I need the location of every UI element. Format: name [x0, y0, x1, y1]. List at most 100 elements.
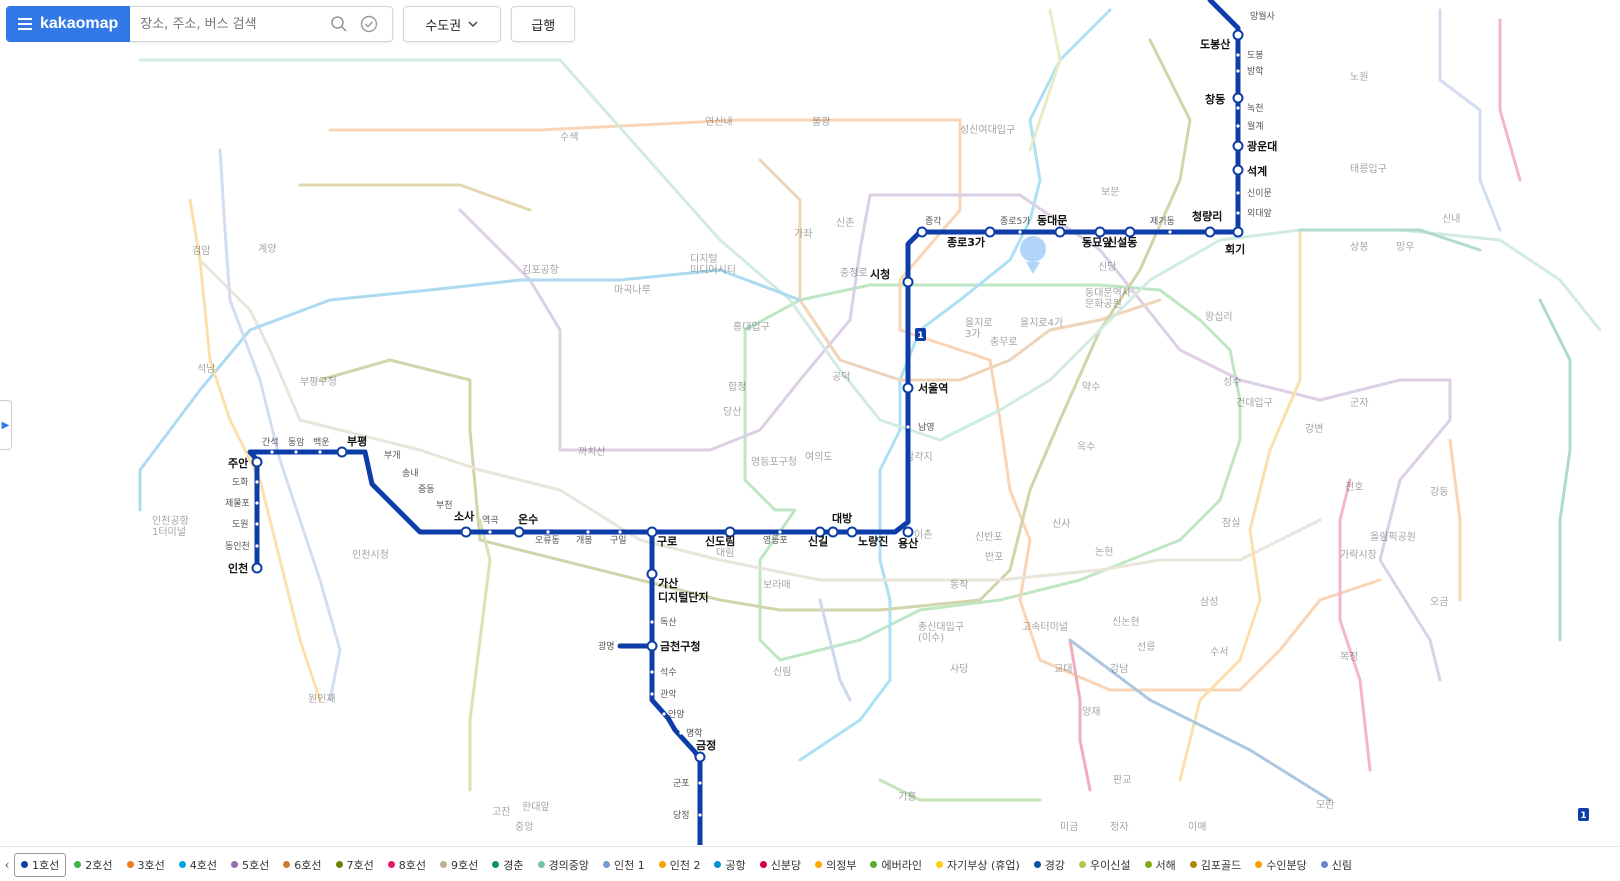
- legend-item[interactable]: 7호선: [330, 854, 380, 876]
- label-jongno3: 종로3가: [947, 235, 985, 249]
- search-input[interactable]: [138, 15, 325, 33]
- label-ganseok: 간석: [262, 437, 279, 448]
- tick-oryudong: [546, 530, 550, 534]
- legend-item[interactable]: 2호선: [68, 854, 118, 876]
- station-changdong-marker[interactable]: [1232, 92, 1244, 104]
- line1-badge-label: 1: [917, 331, 923, 341]
- station-sinseoldong-marker[interactable]: [1124, 226, 1136, 238]
- express-button[interactable]: 급행: [511, 6, 576, 42]
- label-seongsinyeodae: 성신여대입구: [960, 123, 1015, 136]
- legend-item[interactable]: 6호선: [277, 854, 327, 876]
- station-gasan-marker[interactable]: [646, 568, 658, 580]
- legend-item[interactable]: 자기부상 (휴업): [930, 854, 1026, 876]
- station-dongmyo-marker[interactable]: [1094, 226, 1106, 238]
- legend-item[interactable]: 4호선: [173, 854, 223, 876]
- legend-item[interactable]: 9호선: [434, 854, 484, 876]
- label-sinimun: 신이문: [1247, 188, 1272, 199]
- label-namyeong: 남영: [918, 422, 935, 433]
- label-gocheon: 고잔: [492, 806, 510, 818]
- bg-line-b: [1498, 18, 1522, 182]
- subway-map[interactable]: 김포공항 마곡나루 홍대입구 합정 당산 여의도 공덕 삼각지 이촌 신당 왕십…: [0, 0, 1620, 845]
- tick-dowon: [255, 522, 259, 526]
- station-sindorim-marker[interactable]: [724, 526, 736, 538]
- station-onsu-marker[interactable]: [513, 526, 525, 538]
- line-color-dot-icon: [126, 861, 134, 868]
- station-geumjeong-marker[interactable]: [694, 751, 706, 763]
- legend-item[interactable]: 우이신설: [1073, 854, 1136, 876]
- uisinseol-path: [1028, 8, 1062, 152]
- station-cityhall-marker[interactable]: [902, 276, 914, 288]
- station-bupyeong-marker[interactable]: [336, 446, 348, 458]
- station-seoulstation-marker[interactable]: [902, 382, 914, 394]
- side-panel-toggle[interactable]: ▶: [0, 400, 12, 450]
- line-color-dot-icon: [602, 861, 610, 868]
- legend-item[interactable]: 김포골드: [1184, 854, 1247, 876]
- label-nokcheon: 녹천: [1247, 103, 1264, 114]
- station-yongsan-marker[interactable]: [902, 526, 914, 538]
- search-icon[interactable]: [324, 9, 354, 39]
- label-incheon: 인천: [228, 561, 248, 575]
- label-chungmuro: 충무로: [990, 336, 1018, 348]
- line9-path: [198, 258, 1322, 582]
- station-jongno3-marker[interactable]: [984, 226, 996, 238]
- legend-item[interactable]: 수인분당: [1249, 854, 1312, 876]
- legend-item[interactable]: 인천 2: [653, 854, 707, 876]
- region-select[interactable]: 수도권: [403, 6, 502, 42]
- legend-item[interactable]: 에버라인: [864, 854, 927, 876]
- legend-item[interactable]: 경춘: [486, 854, 529, 876]
- legend-item-label: 경강: [1044, 858, 1066, 872]
- legend-item[interactable]: 서해: [1139, 854, 1182, 876]
- label-incheonsicheong: 인천시청: [352, 549, 389, 561]
- label-gwanak: 관악: [660, 688, 677, 700]
- label-gasan-2: 디지털단지: [658, 590, 709, 604]
- legend-item[interactable]: 의정부: [809, 854, 862, 876]
- legend-item-label: 의정부: [826, 858, 857, 872]
- departure-pin[interactable]: [1020, 236, 1046, 274]
- label-yaksu: 약수: [1082, 381, 1100, 393]
- gimpogold-path: [298, 183, 532, 212]
- station-guro-marker[interactable]: [646, 526, 658, 538]
- label-sindang: 신당: [1098, 261, 1116, 273]
- label-dangjeong: 당정: [673, 810, 690, 821]
- legend-item[interactable]: 1호선: [14, 852, 67, 877]
- legend-item[interactable]: 신림: [1315, 854, 1358, 876]
- legend-item[interactable]: 공항: [708, 854, 751, 876]
- station-geumcheon-marker[interactable]: [646, 640, 658, 652]
- label-daerim: 대림: [716, 547, 734, 559]
- station-cheongnyangni-marker[interactable]: [1204, 226, 1216, 238]
- legend-item[interactable]: 5호선: [225, 854, 275, 876]
- station-sosa-marker[interactable]: [460, 526, 472, 538]
- station-incheon-marker[interactable]: [251, 562, 263, 574]
- brand-logo[interactable]: kakaomap: [6, 6, 131, 42]
- legend-item[interactable]: 신분당: [754, 854, 807, 876]
- label-sinsa: 신사: [1052, 518, 1070, 530]
- station-hoegi-marker[interactable]: [1232, 226, 1244, 238]
- label-seoknam: 석남: [197, 363, 215, 375]
- legend-item[interactable]: 인천 1: [597, 854, 651, 876]
- label-gangbyeon: 강변: [1305, 423, 1323, 435]
- station-daebang-marker[interactable]: [827, 526, 839, 538]
- label-jemulpo: 제물포: [225, 498, 250, 509]
- station-seokgye-marker[interactable]: [1232, 164, 1244, 176]
- station-juan-marker[interactable]: [251, 456, 263, 468]
- legend-item[interactable]: 8호선: [382, 854, 432, 876]
- check-icon[interactable]: [354, 9, 384, 39]
- station-singil-marker[interactable]: [814, 526, 826, 538]
- station-noryangjin-marker[interactable]: [846, 526, 858, 538]
- chevron-left-icon[interactable]: ‹: [4, 857, 10, 872]
- menu-icon[interactable]: [18, 18, 32, 30]
- legend-item-label: 인천 2: [669, 858, 701, 872]
- tick-jegidong: [1168, 230, 1172, 234]
- label-olympic: 올림픽공원: [1370, 531, 1416, 543]
- legend-item[interactable]: 3호선: [121, 854, 171, 876]
- label-moran: 모란: [1316, 799, 1334, 811]
- legend-item-label: 4호선: [189, 858, 217, 872]
- label-dohwa: 도화: [232, 477, 249, 488]
- station-dobongsan-marker[interactable]: [1232, 29, 1244, 41]
- legend-item[interactable]: 경강: [1028, 854, 1071, 876]
- legend-item[interactable]: 경의중앙: [532, 854, 595, 876]
- station-dongdaemun-marker[interactable]: [1054, 226, 1066, 238]
- seohae-path: [468, 518, 492, 792]
- station-jonggak-marker[interactable]: [916, 226, 928, 238]
- station-gwangundae-marker[interactable]: [1232, 140, 1244, 152]
